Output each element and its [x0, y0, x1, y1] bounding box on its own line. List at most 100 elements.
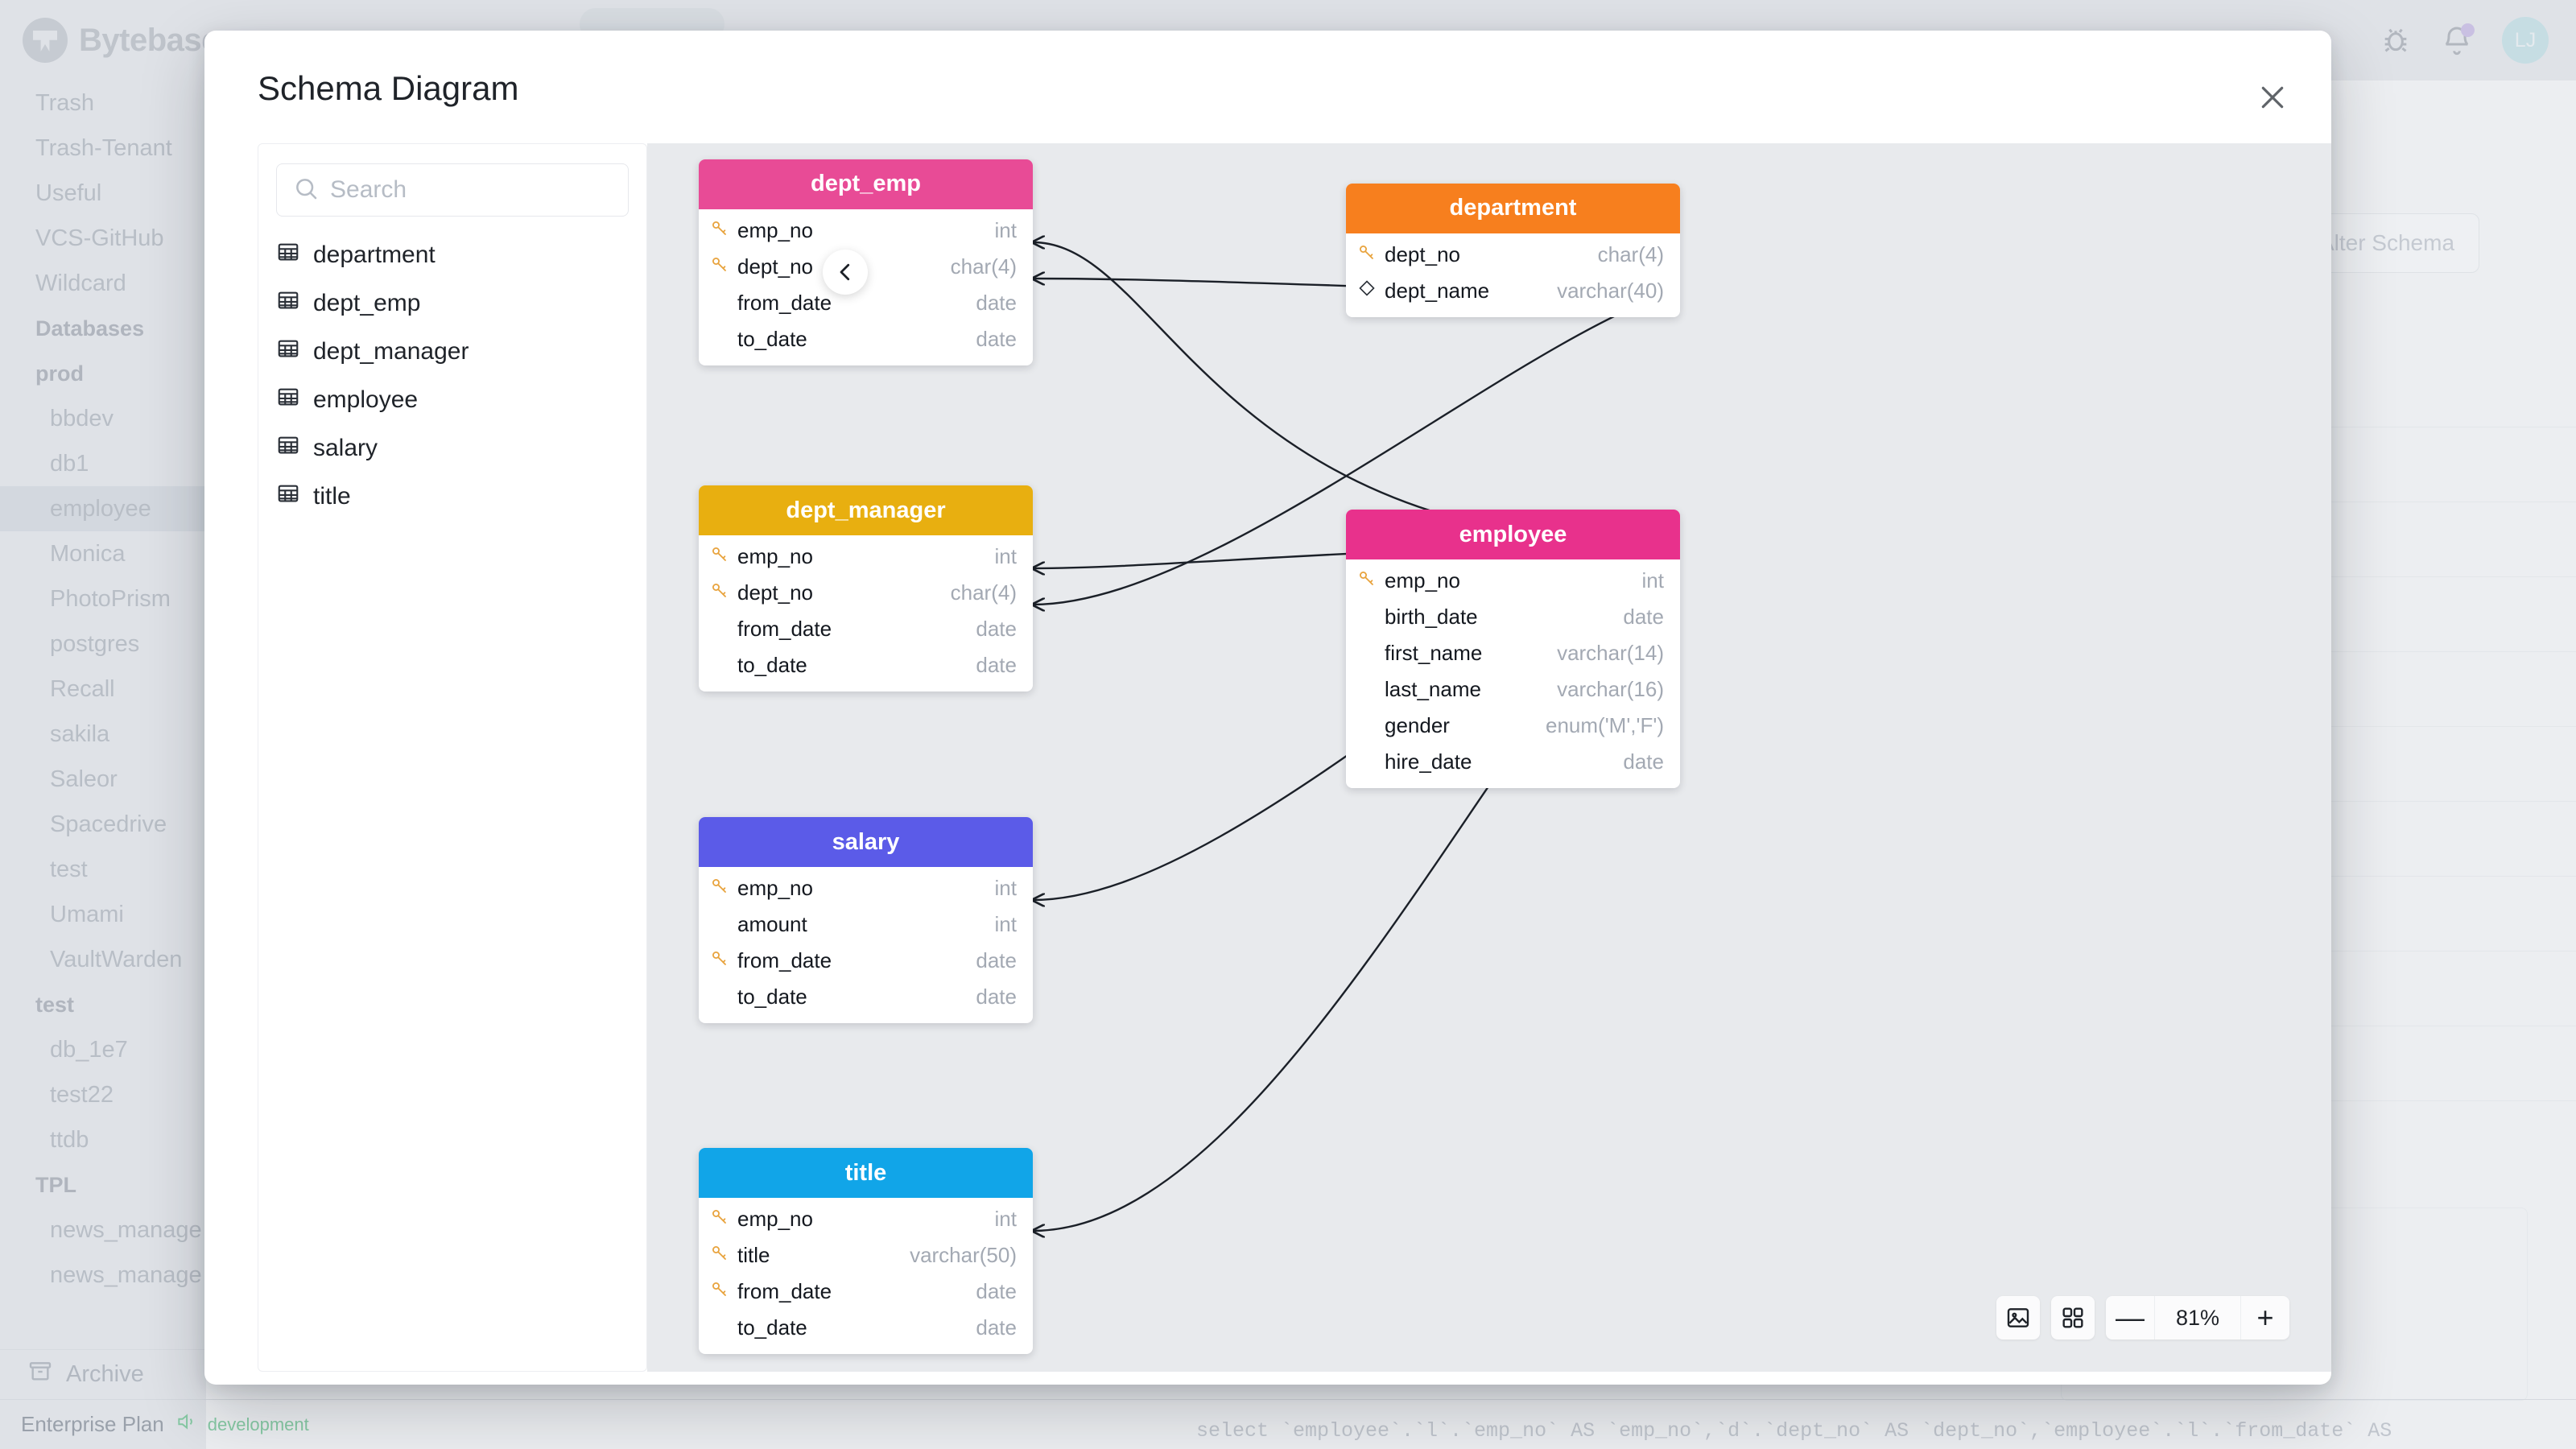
sidebar-item-db1[interactable]: db1 — [50, 450, 89, 477]
sidebar-item-prod[interactable]: prod — [35, 361, 84, 386]
column-icon-slot — [710, 544, 734, 569]
sidebar-item-trash[interactable]: Trash — [35, 89, 95, 116]
avatar[interactable]: LJ — [2502, 17, 2549, 64]
column-type: date — [976, 290, 1017, 315]
grid-icon[interactable] — [2051, 1296, 2095, 1340]
sidebar-item-vcs-github[interactable]: VCS-GitHub — [35, 225, 164, 251]
sidebar-item-test[interactable]: test — [35, 992, 75, 1017]
sidebar-item-ttdb[interactable]: ttdb — [50, 1126, 89, 1153]
sidebar-item-postgres[interactable]: postgres — [50, 630, 140, 657]
column-type: char(4) — [950, 580, 1017, 605]
search-box[interactable] — [276, 163, 629, 217]
sidebar-item-bbdev[interactable]: bbdev — [50, 405, 114, 431]
app-logo-text: Bytebase — [79, 22, 219, 58]
sidebar-item-tpl[interactable]: TPL — [35, 1172, 76, 1197]
table-list-item-employee[interactable]: employee — [258, 376, 646, 424]
table-list-item-salary[interactable]: salary — [258, 424, 646, 473]
zoom-out-button[interactable]: — — [2116, 1301, 2145, 1334]
column-name: dept_name — [1385, 278, 1490, 303]
primary-key-icon — [710, 254, 729, 279]
image-icon[interactable] — [1996, 1296, 2040, 1340]
primary-key-icon — [710, 1207, 729, 1232]
column-type: int — [994, 217, 1017, 242]
sidebar-item-wildcard[interactable]: Wildcard — [35, 270, 126, 296]
sidebar-item-vaultwarden[interactable]: VaultWarden — [50, 946, 183, 972]
bell-icon[interactable] — [2441, 23, 2475, 56]
unique-index-icon — [1357, 279, 1377, 303]
table-node-header: salary — [699, 817, 1033, 867]
sidebar-item-monica[interactable]: Monica — [50, 540, 126, 567]
sidebar-item-sakila[interactable]: sakila — [50, 720, 110, 747]
table-list-item-label: salary — [313, 435, 378, 461]
primary-key-icon — [1357, 568, 1377, 593]
column-name: to_date — [737, 1315, 807, 1340]
zoom-in-button[interactable]: + — [2256, 1301, 2274, 1334]
table-node-header: department — [1346, 183, 1680, 233]
table-column-row[interactable]: dept_no char(4) — [1346, 237, 1680, 273]
sidebar-item-news-manage[interactable]: news_manage — [50, 1261, 202, 1288]
close-icon[interactable] — [2249, 74, 2296, 121]
column-type: int — [994, 912, 1017, 936]
sidebar-item-archive[interactable]: Archive — [0, 1349, 206, 1399]
sidebar-item-news-manage[interactable]: news_manage — [50, 1216, 202, 1243]
sidebar-item-umami[interactable]: Umami — [50, 901, 124, 927]
sidebar-item-saleor[interactable]: Saleor — [50, 766, 118, 792]
sidebar-item-db-1e7[interactable]: db_1e7 — [50, 1036, 128, 1063]
sidebar-item-test22[interactable]: test22 — [50, 1081, 114, 1108]
zoom-control: — 81% + — [2106, 1296, 2289, 1340]
search-input[interactable] — [330, 176, 612, 204]
bug-icon[interactable] — [2380, 24, 2412, 56]
sidebar-item-spacedrive[interactable]: Spacedrive — [50, 811, 167, 837]
table-list-item-dept_manager[interactable]: dept_manager — [258, 328, 646, 376]
sidebar-item-employee[interactable]: employee — [0, 486, 206, 531]
sidebar-item-recall[interactable]: Recall — [50, 675, 115, 702]
table-list-item-label: dept_manager — [313, 338, 469, 365]
table-icon — [276, 288, 300, 319]
table-list-item-department[interactable]: department — [258, 231, 646, 279]
collapse-panel-button[interactable] — [823, 250, 868, 295]
sidebar-item-photoprism[interactable]: PhotoPrism — [50, 585, 171, 612]
column-name: dept_no — [1385, 242, 1460, 266]
table-list-item-dept_emp[interactable]: dept_emp — [258, 279, 646, 328]
archive-icon — [27, 1359, 53, 1391]
sidebar-item-useful[interactable]: Useful — [35, 180, 102, 206]
app-logo[interactable]: Bytebase — [23, 18, 219, 63]
sidebar-item-test[interactable]: test — [50, 856, 88, 882]
column-type: char(4) — [1597, 242, 1664, 266]
column-name: emp_no — [737, 544, 813, 568]
notification-dot — [2461, 23, 2475, 37]
sidebar-item-trash-tenant[interactable]: Trash-Tenant — [35, 134, 172, 161]
column-name: to_date — [737, 653, 807, 677]
table-list-item-title[interactable]: title — [258, 473, 646, 521]
